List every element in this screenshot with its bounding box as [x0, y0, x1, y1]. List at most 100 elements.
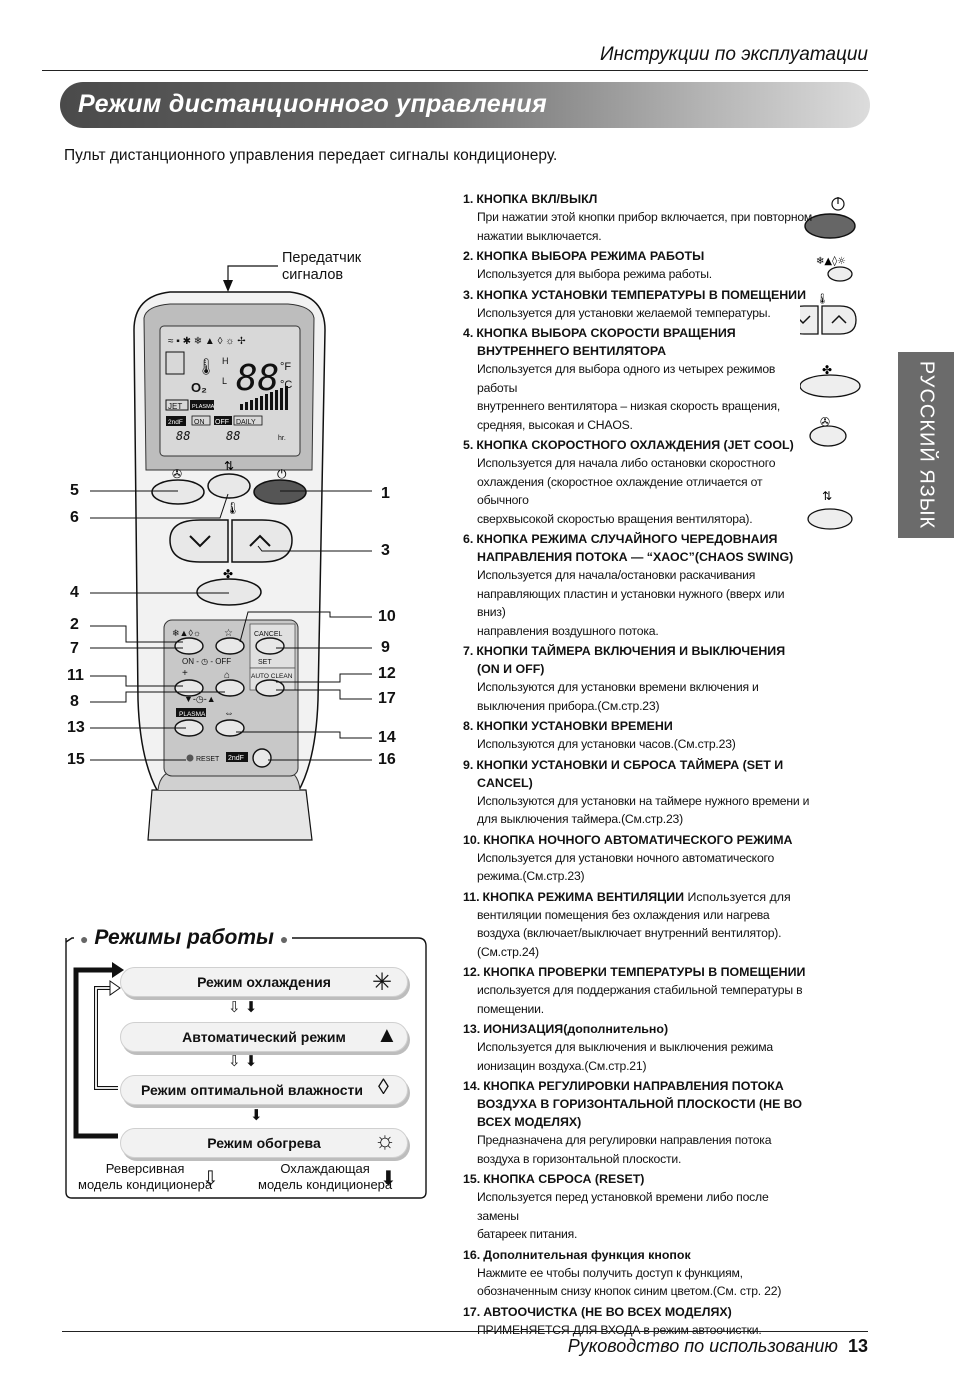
mode-auto: Автоматический режим [120, 1022, 408, 1052]
list-item-title-tail: Используется для [684, 889, 791, 904]
sleep-mode-button[interactable] [215, 637, 245, 655]
on-off-label: ON - ◷ - OFF [182, 657, 231, 666]
legend-cool: Охлаждающая модель кондиционера [258, 1161, 392, 1193]
transmitter-label-line1: Передатчик [282, 250, 362, 266]
page-number: 13 [847, 1336, 868, 1356]
mode-button[interactable] [174, 637, 204, 655]
second-function-label: 2ndF [228, 755, 244, 762]
list-item-description: используется для поддержания стабильной … [477, 983, 803, 997]
list-item-title-text: КНОПКА УСТАНОВКИ ТЕМПЕРАТУРЫ В ПОМЕЩЕНИИ [476, 287, 806, 302]
list-item-description: При нажатии этой кнопки прибор включаетс… [477, 210, 813, 224]
list-item-title: 1.КНОПКА ВКЛ/ВЫКЛ [463, 190, 813, 208]
timer-plus-button[interactable] [174, 679, 204, 697]
temp-up-button[interactable] [231, 519, 293, 563]
list-item-description: режима.(См.стр.23) [477, 869, 585, 883]
list-item-number: 9. [463, 757, 474, 772]
home-icon: ⌂ [224, 670, 230, 681]
list-item-title: 14.КНОПКА РЕГУЛИРОВКИ НАПРАВЛЕНИЯ ПОТОКА… [463, 1077, 813, 1131]
svg-text:✇: ✇ [820, 415, 830, 429]
list-item-title-cont: НАПРАВЛЕНИЯ ПОТОКА — “ХАОС”(CHAOS SWING) [477, 550, 794, 564]
display-time-on: 88 [176, 429, 190, 443]
list-item-title-text: КНОПКИ УСТАНОВКИ И СБРОСА ТАЙМЕРА (SET И [476, 757, 784, 772]
timer-cancel-button[interactable] [255, 637, 285, 655]
outline-arrow-icon: ⇩ [202, 1168, 219, 1190]
display-unit-f: °F [280, 361, 291, 373]
chevron-up-icon [249, 534, 271, 547]
list-item-description: сверхвысокой скоростью вращения вентилят… [477, 511, 753, 526]
list-item-number: 6. [463, 532, 474, 546]
cancel-label: CANCEL [254, 631, 283, 638]
footer-text: Руководство по использованию [567, 1336, 838, 1356]
list-item-title-text: КНОПКИ ТАЙМЕРА ВКЛЮЧЕНИЯ И ВЫКЛЮЧЕНИЯ [476, 644, 786, 658]
callout-1: 1 [381, 485, 390, 502]
list-item-number: 14. [463, 1079, 481, 1093]
temp-down-button[interactable] [169, 519, 229, 563]
list-item-description: Используется перед установкой времени ли… [477, 1190, 769, 1223]
list-item-number: 17. [463, 1304, 481, 1319]
power-button[interactable] [253, 479, 307, 505]
list-item-title-text: КНОПКА РЕГУЛИРОВКИ НАПРАВЛЕНИЯ ПОТОКА [483, 1079, 784, 1093]
fan-icon: ✤ [223, 567, 233, 581]
second-function-button[interactable] [252, 748, 272, 768]
callout-11: 11 [67, 667, 84, 684]
arrow-pair-1: ⇩ ⬇ [228, 999, 258, 1016]
mode-dry-label: Режим оптимальной влажности [141, 1082, 363, 1098]
modes-box-frame [65, 937, 427, 1199]
list-item-description: Используются для установки на таймере ну… [477, 793, 810, 808]
list-item: 14.КНОПКА РЕГУЛИРОВКИ НАПРАВЛЕНИЯ ПОТОКА… [463, 1077, 813, 1168]
auto-clean-button[interactable] [255, 679, 285, 697]
intro-text: Пульт дистанционного управления передает… [64, 147, 558, 164]
horizontal-swing-button[interactable] [215, 719, 245, 737]
list-item-description: охлаждения (скоростное охлаждение отлича… [477, 474, 763, 508]
jet-cool-button[interactable] [151, 479, 205, 505]
list-item-description: внутреннего вентилятора – низкая скорост… [477, 399, 781, 413]
remote-body [133, 291, 326, 841]
callout-14: 14 [378, 729, 396, 746]
chaos-swing-button-icon: ⇅ [807, 489, 853, 530]
display-unit-c: °C [280, 379, 292, 391]
footer: Руководство по использованию 13 [568, 1336, 868, 1357]
list-item-title-text: КНОПКА ПРОВЕРКИ ТЕМПЕРАТУРЫ В ПОМЕЩЕНИИ [483, 965, 806, 979]
list-item-title: 7.КНОПКИ ТАЙМЕРА ВКЛЮЧЕНИЯ И ВЫКЛЮЧЕНИЯ(… [463, 642, 813, 678]
room-temp-check-button[interactable] [215, 679, 245, 697]
snowflake-icon: ✳ [372, 969, 393, 996]
callout-13: 13 [67, 719, 85, 736]
list-item-description: направляющих пластин и установки нужного… [477, 586, 785, 620]
language-tab[interactable]: РУССКИЙ ЯЗЫК [898, 352, 954, 538]
display-on: ON [194, 419, 205, 426]
list-item-title: 17.АВТООЧИСТКА (НЕ ВО ВСЕХ МОДЕЛЯХ) [463, 1303, 813, 1321]
list-item-description: Используется для установки ночного автом… [477, 850, 775, 865]
list-item-description: нажатии выключается. [477, 228, 602, 243]
callout-15: 15 [67, 751, 85, 768]
list-item-number: 11. [463, 889, 480, 904]
bullet-icon: ● [80, 931, 89, 947]
list-item: 10.КНОПКА НОЧНОГО АВТОМАТИЧЕСКОГО РЕЖИМА… [463, 831, 813, 886]
list-item-title-text: КНОПКА ВЫБОРА СКОРОСТИ ВРАЩЕНИЯ [476, 326, 736, 340]
list-item-number: 3. [463, 287, 474, 302]
modes-title: ● Режимы работы ● [76, 926, 293, 950]
list-item: 3.КНОПКА УСТАНОВКИ ТЕМПЕРАТУРЫ В ПОМЕЩЕН… [463, 286, 813, 323]
jet-cool-button-icon: ✇ [809, 415, 847, 447]
list-item-number: 12. [463, 965, 481, 979]
callout-lines [90, 490, 372, 761]
list-item-description: помещении. [477, 1001, 544, 1016]
list-item-number: 4. [463, 326, 474, 340]
fan-speed-bars [240, 386, 288, 410]
callout-8: 8 [70, 693, 79, 710]
list-item-description: Нажмите ее чтобы получить доступ к функц… [477, 1265, 743, 1280]
list-item-description: средняя, высокая и CHAOS. [477, 417, 633, 432]
list-item-title-text: КНОПКА ВКЛ/ВЫКЛ [476, 192, 598, 206]
list-item-description: выключения прибора.(См.стр.23) [477, 698, 660, 713]
list-item-title-text: КНОПКА СКОРОСТНОГО ОХЛАЖДЕНИЯ (JET COOL) [476, 438, 794, 452]
chaos-swing-button[interactable] [207, 473, 251, 499]
mode-heating: Режим обогрева [120, 1128, 408, 1158]
fan-speed-button[interactable] [196, 578, 262, 606]
list-item-description: Используется для начала либо остановки с… [477, 456, 776, 470]
mode-heating-label: Режим обогрева [207, 1135, 321, 1151]
list-item-title: 11.КНОПКА РЕЖИМА ВЕНТИЛЯЦИИ Используется… [463, 888, 813, 906]
temp-buttons-icon: 🌡 [800, 293, 857, 335]
list-item-title-text: КНОПКА РЕЖИМА ВЕНТИЛЯЦИИ [482, 889, 684, 904]
